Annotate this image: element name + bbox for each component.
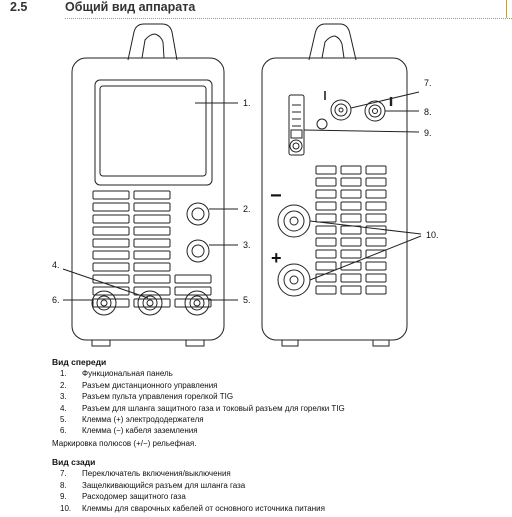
vent-slot <box>174 274 212 284</box>
vent-slot <box>365 285 387 295</box>
list-item: 5.Клемма (+) электрододержателя <box>60 415 204 425</box>
section-title: Общий вид аппарата <box>65 0 196 14</box>
polarity-note: Маркировка полюсов (+/−) рельефная. <box>52 438 197 448</box>
vent-slot <box>92 226 130 236</box>
list-item: 3.Разъем пульта управления горелкой TIG <box>60 392 234 402</box>
vent-slot <box>315 165 337 175</box>
leader-4 <box>62 268 149 299</box>
leader-10b <box>309 235 422 281</box>
list-item: 6.Клемма (−) кабеля заземления <box>60 426 198 436</box>
vent-slot <box>174 286 212 296</box>
vent-slot <box>92 190 130 200</box>
vent-slot <box>340 237 362 247</box>
vent-slot <box>133 274 171 284</box>
vent-slot <box>92 214 130 224</box>
vent-slot <box>315 285 337 295</box>
vent-slot <box>315 225 337 235</box>
vent-slot <box>133 262 171 272</box>
vent-slot <box>315 273 337 283</box>
rear-legend-heading: Вид сзади <box>52 457 96 467</box>
vent-slot <box>133 214 171 224</box>
list-item: 9.Расходомер защитного газа <box>60 492 186 502</box>
vent-slot <box>365 165 387 175</box>
callout-8: 8. <box>424 107 432 117</box>
vent-slot <box>133 250 171 260</box>
device-figure: 1. 2. 3. 4. 6. 5. 7. 8. 9. 10. − + <box>52 23 439 347</box>
vent-slot <box>133 298 171 308</box>
vent-slot <box>340 261 362 271</box>
vent-slot <box>365 201 387 211</box>
vent-slot <box>365 237 387 247</box>
rear-legend: Вид сзади 7.Переключатель включения/выкл… <box>52 457 325 514</box>
vent-slot <box>315 237 337 247</box>
callout-6: 6. <box>52 295 60 305</box>
callout-7: 7. <box>424 78 432 88</box>
vent-slot <box>340 273 362 283</box>
vent-slot <box>340 285 362 295</box>
plus-sign: + <box>271 248 282 268</box>
front-legend: Вид спереди 1.Функциональная панель 2.Ра… <box>52 357 345 449</box>
vent-slot <box>340 177 362 187</box>
heading-divider <box>65 18 512 19</box>
vent-slot <box>315 201 337 211</box>
callout-4: 4. <box>52 260 60 270</box>
vent-slot <box>92 298 130 308</box>
vent-slot <box>133 226 171 236</box>
callout-2: 2. <box>243 204 251 214</box>
vent-slot <box>340 165 362 175</box>
vent-slot <box>365 273 387 283</box>
vent-slot <box>365 189 387 199</box>
margin-rule <box>506 0 507 18</box>
list-item: 4.Разъем для шланга защитного газа и ток… <box>60 403 345 413</box>
leader-9 <box>303 129 420 133</box>
minus-sign: − <box>270 185 282 207</box>
vent-slot <box>365 213 387 223</box>
leader-7 <box>350 91 420 109</box>
vent-slot <box>92 274 130 284</box>
leader-10a <box>309 220 422 235</box>
vent-slot <box>92 238 130 248</box>
callout-5: 5. <box>243 295 251 305</box>
vent-slot <box>92 262 130 272</box>
vent-slot <box>340 225 362 235</box>
vent-slot <box>133 238 171 248</box>
list-item: 8.Защелкивающийся разъем для шланга газа <box>60 480 246 490</box>
callout-10: 10. <box>426 230 439 240</box>
vent-slot <box>133 202 171 212</box>
vent-slot <box>315 249 337 259</box>
vent-slot <box>315 213 337 223</box>
vent-slot <box>365 249 387 259</box>
vent-slot <box>365 177 387 187</box>
vent-slot <box>133 190 171 200</box>
list-item: 1.Функциональная панель <box>60 369 173 379</box>
rear-view <box>261 23 422 347</box>
vent-slot <box>365 261 387 271</box>
vent-slot <box>315 177 337 187</box>
vent-slot <box>315 261 337 271</box>
vent-slot <box>92 250 130 260</box>
vent-slot <box>92 202 130 212</box>
vent-slot <box>340 189 362 199</box>
vent-slot <box>133 286 171 296</box>
list-item: 2.Разъем дистанционного управления <box>60 380 218 390</box>
vent-slot <box>315 189 337 199</box>
section-number: 2.5 <box>10 0 28 14</box>
callout-1: 1. <box>243 98 251 108</box>
list-item: 7.Переключатель включения/выключения <box>60 469 231 479</box>
callout-3: 3. <box>243 240 251 250</box>
vent-slot <box>340 213 362 223</box>
front-legend-heading: Вид спереди <box>52 357 107 367</box>
vent-slot <box>174 298 212 308</box>
list-item: 10.Клеммы для сварочных кабелей от основ… <box>60 503 325 513</box>
vent-slot <box>340 201 362 211</box>
front-view <box>62 23 238 347</box>
callout-9: 9. <box>424 128 432 138</box>
vent-slot <box>340 249 362 259</box>
